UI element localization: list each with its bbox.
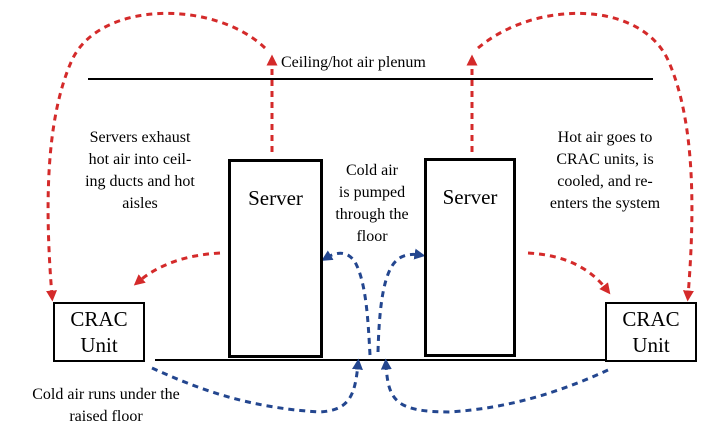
center-note-line: is pumped: [338, 184, 406, 201]
right-note-line: cooled, and re-: [557, 173, 653, 190]
cold-air-under-floor-right: [380, 358, 609, 414]
center-note-line: floor: [356, 228, 388, 245]
right-crac-label-line2: Unit: [632, 333, 670, 357]
left-note-line: ing ducts and hot: [85, 173, 195, 190]
left-note-line: aisles: [122, 195, 158, 212]
left-note-line: hot air into ceil-: [88, 151, 192, 168]
center-note-line: through the: [335, 206, 409, 223]
hot-air-arrow-right-server-to-crac: [527, 251, 611, 295]
hot-air-loop-to-left-crac: [46, 12, 267, 302]
floor-note: Cold air runs under the raised floor: [6, 384, 206, 428]
right-note-line: Hot air goes to: [557, 129, 653, 146]
floor-note-line: Cold air runs under the: [32, 386, 180, 403]
plenum-label: Ceiling/hot air plenum: [281, 52, 426, 74]
left-crac-unit-box: CRAC Unit: [53, 302, 145, 362]
hot-air-arrow-left-server-to-crac: [133, 251, 221, 286]
right-note-line: CRAC units, is: [556, 151, 654, 168]
center-note: Cold air is pumped through the floor: [322, 160, 422, 248]
left-server-label: Server: [248, 186, 303, 210]
right-crac-unit-box: CRAC Unit: [605, 302, 697, 362]
right-server-label: Server: [442, 185, 498, 209]
cold-air-under-floor-left: [151, 358, 363, 414]
center-note-line: Cold air: [346, 162, 398, 179]
left-note: Servers exhaust hot air into ceil- ing d…: [70, 127, 210, 215]
right-crac-label-line1: CRAC: [622, 307, 680, 331]
left-server-box: Server: [228, 159, 323, 358]
cold-air-up-through-floor-left: [321, 250, 372, 356]
right-note-line: enters the system: [549, 195, 661, 212]
left-crac-label-line1: CRAC: [70, 307, 128, 331]
floor-note-line: raised floor: [69, 408, 143, 425]
hot-air-loop-to-right-crac: [477, 12, 694, 302]
left-note-line: Servers exhaust: [89, 129, 191, 146]
right-note: Hot air goes to CRAC units, is cooled, a…: [530, 127, 680, 215]
left-crac-label-line2: Unit: [80, 333, 118, 357]
cold-air-up-through-floor-right: [376, 248, 426, 353]
right-server-box: Server: [424, 158, 516, 357]
